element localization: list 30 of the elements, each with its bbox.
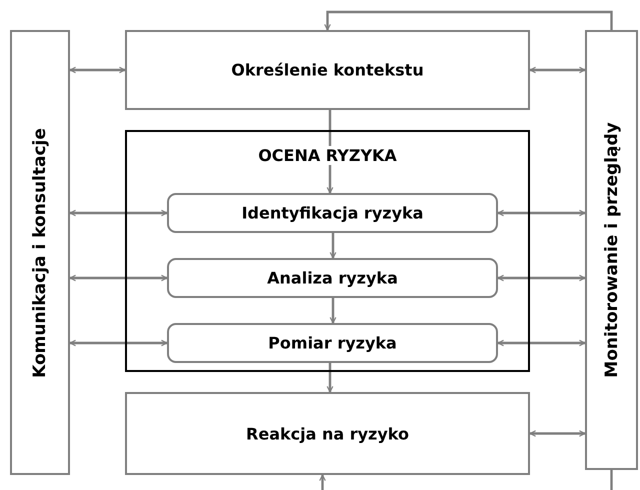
arrow — [326, 363, 334, 393]
arrow — [497, 340, 586, 346]
arrow — [69, 340, 168, 346]
process-box — [125, 30, 530, 110]
process-box — [125, 392, 530, 475]
step-box — [167, 258, 498, 298]
arrow — [69, 274, 168, 282]
arrow — [330, 298, 336, 324]
box-label: Reakcja na ryzyko — [246, 424, 409, 443]
box-label: Identyfikacja ryzyka — [242, 204, 424, 222]
connector-line — [610, 470, 613, 490]
box-label: Komunikacja i konsultacje — [30, 128, 50, 378]
side-panel — [585, 30, 638, 470]
step-box — [167, 323, 498, 363]
arrow — [324, 10, 613, 31]
arrow — [69, 210, 168, 216]
side-panel — [10, 30, 70, 475]
group-box — [125, 130, 530, 372]
box-label: Monitorowanie i przeglądy — [602, 122, 622, 378]
arrow — [330, 233, 336, 259]
box-label: Analiza ryzyka — [267, 268, 398, 288]
box-label: Określenie kontekstu — [231, 60, 424, 80]
step-box — [167, 193, 498, 233]
arrow — [319, 474, 326, 490]
arrow — [529, 66, 586, 74]
arrow — [529, 430, 586, 437]
box-label: Pomiar ryzyka — [268, 334, 397, 352]
arrow — [497, 274, 586, 282]
arrow — [497, 210, 586, 216]
arrow — [69, 66, 126, 74]
